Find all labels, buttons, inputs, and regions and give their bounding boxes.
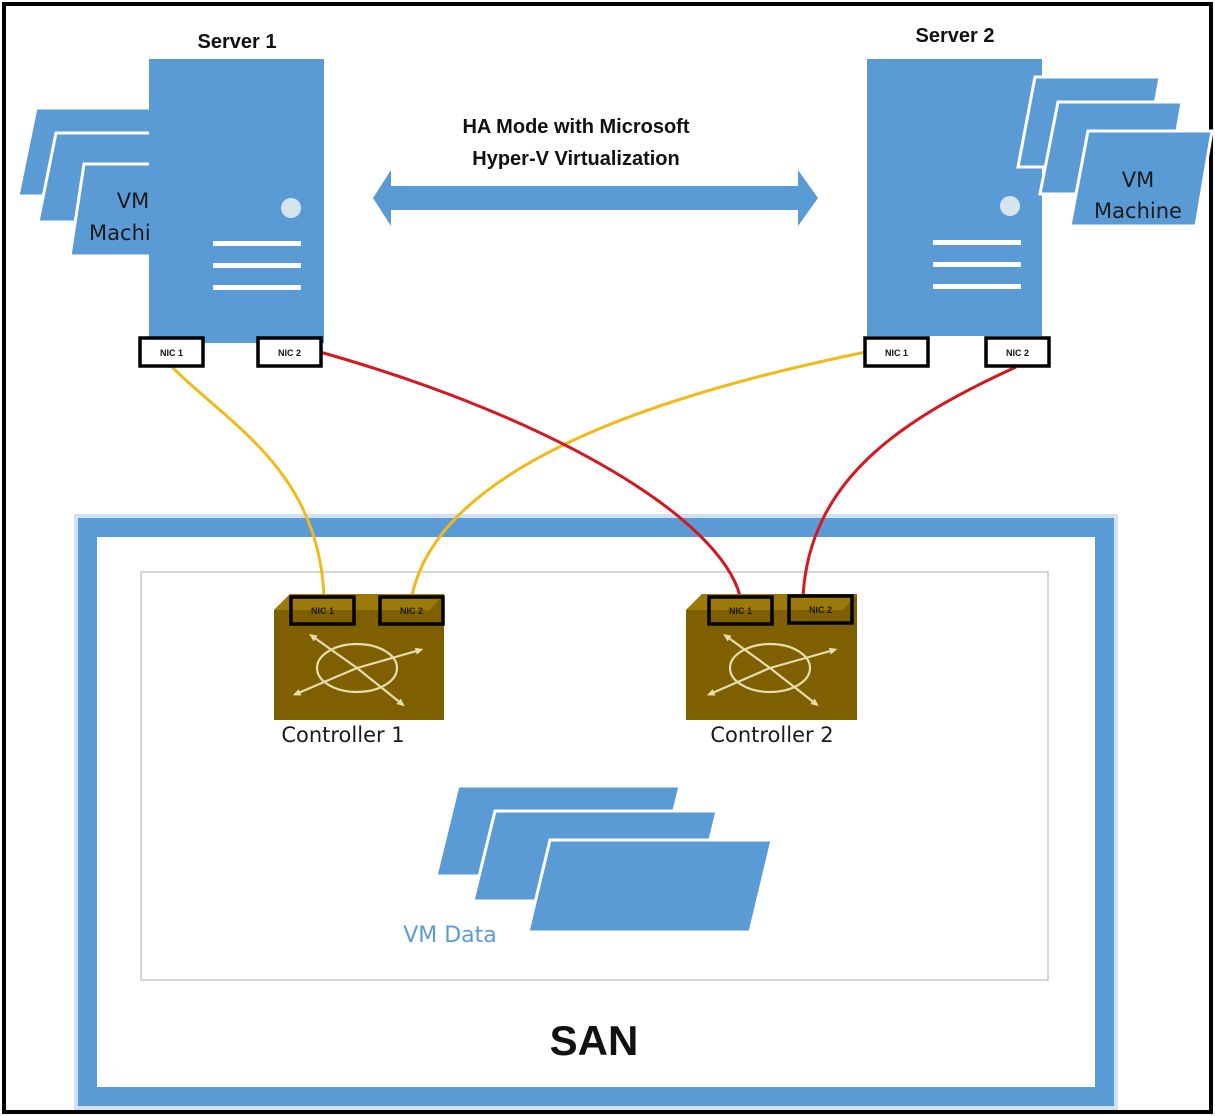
- server-2-vm-stack: [1016, 75, 1214, 228]
- ha-title-line2: Hyper-V Virtualization: [472, 148, 679, 170]
- server-2-nic1-port: NIC 1: [863, 336, 930, 368]
- server-1-nic1-port: NIC 1: [138, 336, 205, 368]
- vm-data-stack: [434, 784, 774, 934]
- server-1-label: Server 1: [198, 31, 277, 53]
- server-1-nic1-label: NIC 1: [160, 348, 183, 358]
- cable-s2nic2-c2nic2: [801, 365, 1017, 597]
- server-1-tower: [149, 59, 324, 343]
- controller-2-router-icon: [706, 633, 838, 707]
- san-box: [74, 514, 1118, 1110]
- ha-title-line1: HA Mode with Microsoft: [462, 116, 689, 138]
- server-2-vm-label-line1: VM: [1122, 168, 1154, 192]
- cable-s1nic1-c1nic1: [170, 365, 326, 597]
- controller-2-box: NIC 1 NIC 2: [686, 594, 857, 720]
- controller-1-label: Controller 1: [281, 723, 404, 747]
- controller-2-nic2-label: NIC 2: [809, 605, 832, 615]
- server-2-vm-label-line2: Machine: [1094, 199, 1182, 223]
- server-2-label: Server 2: [916, 25, 995, 47]
- controller-1-nic2-label: NIC 2: [400, 606, 423, 616]
- cable-s2nic1-c1nic2: [410, 350, 867, 597]
- server-2-nic1-label: NIC 1: [885, 348, 908, 358]
- controller-1-box: NIC 1 NIC 2: [274, 594, 445, 720]
- server-1-vm-label-line1: VM: [117, 189, 149, 213]
- san-label: SAN: [550, 1017, 639, 1064]
- controller-2-label: Controller 2: [710, 723, 833, 747]
- controller-1-nic1-label: NIC 1: [311, 606, 334, 616]
- controller-1-router-icon: [292, 633, 424, 707]
- cable-s1nic2-c2nic1: [319, 350, 742, 597]
- server-2-nic2-port: NIC 2: [984, 336, 1051, 368]
- server-2-tower: [867, 59, 1042, 336]
- server-2-nic2-label: NIC 2: [1006, 348, 1029, 358]
- ha-double-arrow: [373, 170, 818, 226]
- server-1-nic2-port: NIC 2: [256, 336, 323, 368]
- controller-2-nic1-label: NIC 1: [729, 606, 752, 616]
- vm-data-label: VM Data: [403, 923, 497, 948]
- server-1-nic2-label: NIC 2: [278, 348, 301, 358]
